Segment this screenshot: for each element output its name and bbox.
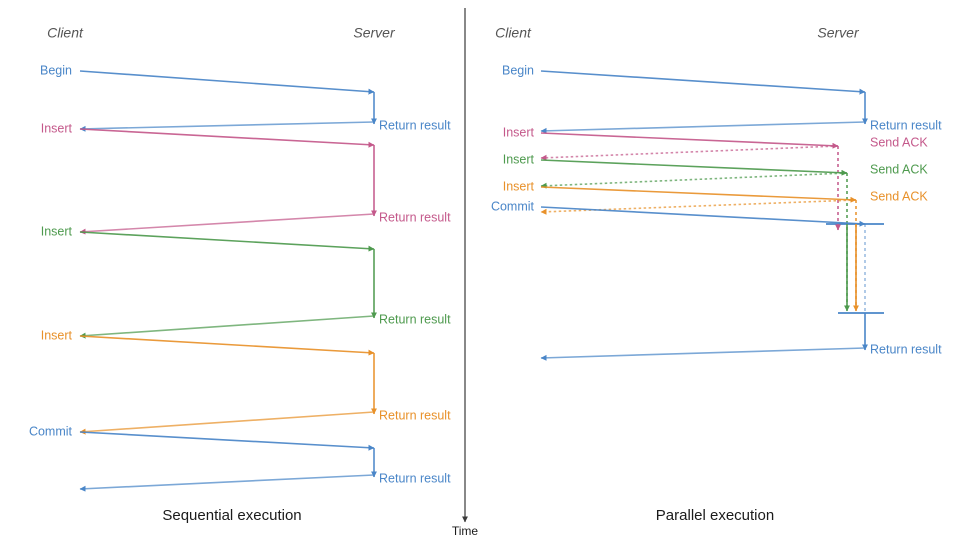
request-arrow-begin xyxy=(79,70,375,95)
msg-label-insert-2-request: Insert xyxy=(41,224,73,238)
msg-label-begin-request: Begin xyxy=(502,63,534,77)
panel-sequential xyxy=(79,70,377,492)
msg-label-begin-reply: Return result xyxy=(379,118,451,132)
msg-label-begin-request: Begin xyxy=(40,63,72,77)
request-arrow-insert-2 xyxy=(79,231,375,252)
request-arrow-insert-3 xyxy=(79,335,375,356)
msg-label-insert-2-ack: Send ACK xyxy=(870,162,928,176)
request-arrow-commit xyxy=(79,431,375,451)
msg-label-insert-1-request: Insert xyxy=(41,121,73,135)
actor-label-server-sequential: Server xyxy=(353,25,396,41)
reply-arrow-insert-2 xyxy=(540,172,848,189)
request-arrow-insert-1 xyxy=(540,132,839,149)
reply-arrow-commit xyxy=(79,474,375,492)
actor-label-client-sequential: Client xyxy=(47,25,84,41)
msg-label-insert-3-reply: Return result xyxy=(379,408,451,422)
reply-arrow-insert-1 xyxy=(540,145,839,161)
msg-label-insert-1-request: Insert xyxy=(503,125,535,139)
panel-parallel xyxy=(540,70,884,361)
time-axis-group: Time xyxy=(452,8,479,538)
msg-label-commit-reply: Return result xyxy=(870,342,942,356)
msg-label-insert-2-request: Insert xyxy=(503,152,535,166)
reply-arrow-insert-2 xyxy=(79,315,375,339)
msg-label-commit-request: Commit xyxy=(29,424,73,438)
panels-group xyxy=(79,70,884,492)
msg-label-commit-reply: Return result xyxy=(379,471,451,485)
request-arrow-insert-1 xyxy=(79,128,375,148)
actor-label-client-parallel: Client xyxy=(495,25,532,41)
reply-arrow-begin xyxy=(540,121,866,134)
time-axis-label: Time xyxy=(452,524,479,538)
request-arrow-begin xyxy=(540,70,866,95)
reply-arrow-insert-1 xyxy=(79,213,375,235)
actor-label-server-parallel: Server xyxy=(817,25,860,41)
request-arrow-insert-2 xyxy=(540,159,848,176)
request-arrow-commit xyxy=(540,206,866,227)
reply-arrow-commit xyxy=(540,347,866,361)
msg-label-commit-request: Commit xyxy=(491,199,535,213)
request-arrow-insert-3 xyxy=(540,186,857,203)
reply-arrow-begin xyxy=(79,121,375,132)
msg-label-insert-1-ack: Send ACK xyxy=(870,135,928,149)
msg-label-insert-1-reply: Return result xyxy=(379,210,451,224)
panel-caption-parallel: Parallel execution xyxy=(656,507,774,524)
msg-label-begin-reply: Return result xyxy=(870,118,942,132)
reply-arrow-insert-3 xyxy=(79,411,375,435)
panel-caption-sequential: Sequential execution xyxy=(162,507,301,524)
msg-label-insert-2-reply: Return result xyxy=(379,312,451,326)
msg-label-insert-3-ack: Send ACK xyxy=(870,189,928,203)
msg-label-insert-3-request: Insert xyxy=(503,179,535,193)
msg-label-insert-3-request: Insert xyxy=(41,328,73,342)
